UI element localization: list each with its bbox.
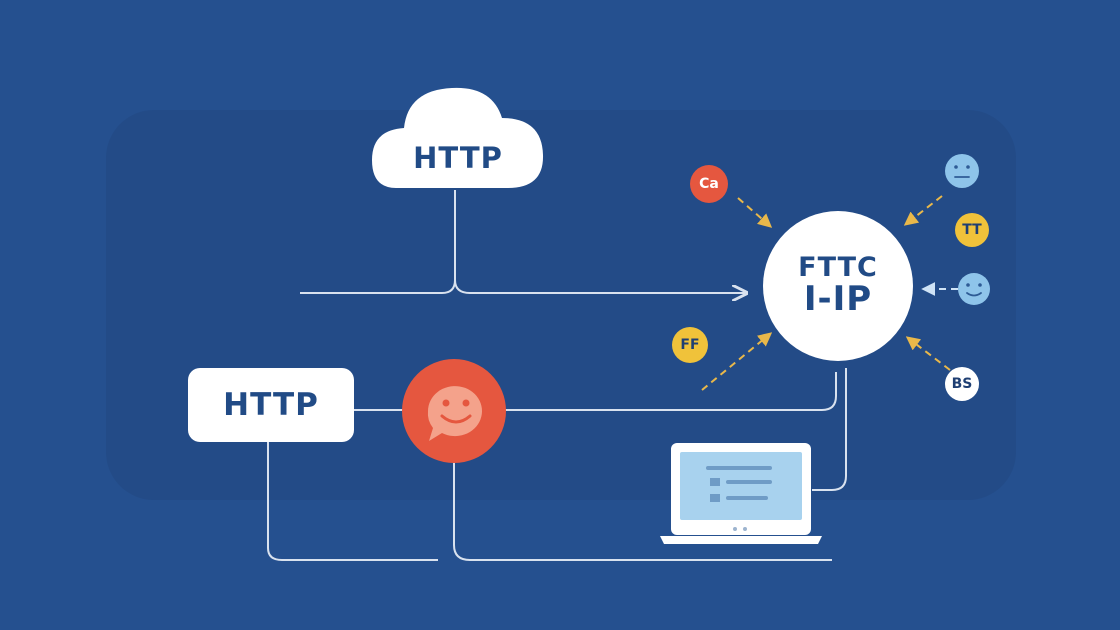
connector-lines — [267, 190, 847, 561]
hub-label-line1: FTTC — [798, 251, 878, 283]
hub-label-line2: I-IP — [803, 279, 873, 320]
arrow-top-right — [903, 195, 943, 226]
cloud-label: HTTP — [413, 141, 503, 175]
smiley-chat-icon — [402, 359, 506, 463]
incoming-arrows — [701, 195, 958, 391]
smiley-icon — [945, 154, 979, 188]
http-box-label: HTTP — [223, 387, 319, 423]
hub-circle — [763, 211, 913, 361]
laptop-icon — [660, 443, 822, 544]
cloud-icon — [372, 87, 544, 188]
hub-to-laptop-line — [812, 368, 847, 491]
smiley-down-line — [453, 462, 832, 561]
smiley-icon — [958, 273, 990, 305]
arrow-bs — [905, 336, 951, 371]
badge-ca: Ca — [690, 165, 728, 203]
box-down-line — [267, 442, 438, 561]
http-box — [188, 368, 354, 442]
badge-ff: FF — [672, 327, 708, 363]
badge-bs: BS — [945, 367, 979, 401]
arrow-ff — [701, 332, 773, 391]
cloud-to-hub-line — [454, 279, 745, 293]
smiley-to-hub-line — [503, 372, 837, 411]
cloud-stem-line — [300, 190, 456, 294]
badge-tt: TT — [955, 213, 989, 247]
hub-label: FTTC I-IP — [764, 212, 912, 360]
